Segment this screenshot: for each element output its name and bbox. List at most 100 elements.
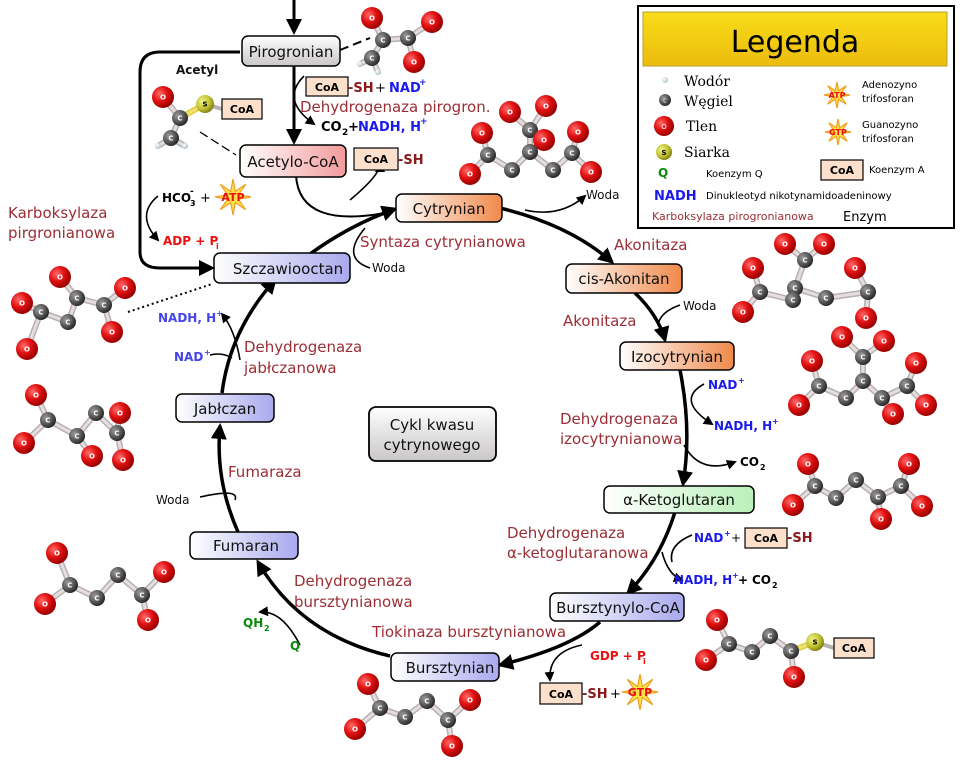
carbon-atom: [855, 349, 871, 365]
svg-text:O: O: [109, 329, 115, 337]
metabolite-acetylo-coa[interactable]: Acetylo-CoA: [239, 144, 347, 178]
oxygen-atom: [706, 609, 728, 631]
metabolite-izocytrynian[interactable]: Izocytrynian: [619, 341, 735, 371]
svg-text:CoA: CoA: [549, 688, 574, 701]
oxygen-atom: [13, 432, 35, 454]
svg-text:NADH, H: NADH, H: [358, 120, 421, 135]
carbon-atom: [893, 478, 909, 494]
svg-text:O: O: [714, 617, 720, 625]
oxygen-atom: [580, 161, 602, 183]
svg-text:O: O: [411, 59, 417, 67]
svg-text:+: +: [420, 117, 428, 127]
oxygen-atom: [344, 718, 366, 740]
carbon-atom: [522, 122, 538, 138]
enzyme-dh-jablczanowa-line1: Dehydrogenaza: [244, 338, 362, 356]
oxygen-atom: [137, 609, 159, 631]
svg-text:CO: CO: [752, 573, 771, 587]
gtp-starburst-icon: GTP: [621, 673, 659, 711]
svg-text:-SH: -SH: [787, 531, 813, 546]
svg-text:O: O: [429, 19, 435, 27]
arrow-akonitan-izocytrynian: [633, 291, 670, 343]
oxygen-atom: [783, 666, 805, 688]
svg-text:O: O: [479, 130, 485, 138]
carbon-atom: [762, 628, 778, 644]
metabolite-cytrynian[interactable]: Cytrynian: [395, 193, 503, 223]
svg-text:C: C: [898, 483, 903, 491]
oxygen-atom: [25, 384, 47, 406]
enzyme-akonitaza-2: Akonitaza: [563, 312, 636, 330]
carbon-atom: [783, 643, 799, 659]
svg-text:O: O: [919, 503, 925, 511]
svg-text:O: O: [467, 697, 473, 705]
carbon-atom-icon: [659, 94, 671, 106]
oxygen-atom: [361, 7, 383, 29]
svg-text:O: O: [923, 402, 929, 410]
metabolite-label: Bursztynylo-CoA: [556, 599, 680, 617]
svg-text:-SH: -SH: [398, 153, 424, 168]
svg-text:O: O: [369, 15, 375, 23]
svg-text:+: +: [738, 376, 745, 385]
svg-text:C: C: [445, 717, 450, 725]
oxygen-atom: [898, 453, 920, 475]
svg-text:O: O: [661, 123, 667, 131]
carbon-atom: [870, 489, 886, 505]
oxygen-atom: [81, 445, 103, 467]
metabolite-fumaran[interactable]: Fumaran: [189, 531, 299, 560]
svg-text:3: 3: [190, 199, 196, 208]
woda-syntaza: Woda: [372, 261, 405, 275]
metabolite-bursztynylo-coa[interactable]: Bursztynylo-CoA: [549, 592, 685, 622]
svg-text:C: C: [380, 37, 385, 45]
oxygen-atom: [911, 495, 933, 517]
oxygen-atom: [535, 95, 557, 117]
woda-akonitaza: Woda: [683, 299, 716, 313]
oxygen-atom: [499, 101, 521, 123]
svg-text:C: C: [45, 417, 50, 425]
svg-text:+: +: [724, 529, 731, 538]
oxygen-atom: [870, 508, 892, 530]
carbon-atom: [522, 144, 538, 160]
svg-text:C: C: [101, 302, 106, 310]
sulfur-atom-icon: [656, 144, 672, 160]
svg-text:O: O: [881, 338, 887, 346]
oxygen-atom: [46, 542, 68, 564]
svg-text:C: C: [904, 383, 909, 391]
arrow-jablczan-szczawiooctan: [220, 277, 278, 394]
qh2-label: QH: [243, 616, 263, 630]
svg-text:Dinukleotyd nikotynamidoadenin: Dinukleotyd nikotynamidoadeninowy: [706, 191, 892, 202]
nadh-jabl: NADH, H: [158, 311, 216, 325]
svg-text:O: O: [913, 360, 919, 368]
svg-text:trifosforan: trifosforan: [862, 134, 914, 145]
legend-item-tlen: O Tlen: [654, 116, 717, 136]
carbon-atom: [828, 490, 844, 506]
metabolite-alfa-ketoglutaran[interactable]: α-Ketoglutaran: [603, 485, 755, 514]
metabolite-pirogronian[interactable]: Pirogronian: [241, 35, 341, 67]
svg-text:CO: CO: [321, 120, 342, 135]
enzyme-dh-bursztynianowa-line2: bursztynianowa: [294, 593, 413, 611]
gtp-starburst-icon: GTP: [824, 118, 852, 146]
svg-text:O: O: [145, 617, 151, 625]
legend-item-nadh: NADH Dinukleotyd nikotynamidoadeninowy: [654, 189, 892, 204]
metabolite-bursztynian[interactable]: Bursztynian: [390, 652, 500, 682]
metabolite-cis-akonitan[interactable]: cis-Akonitan: [565, 263, 683, 294]
atp-starburst-icon: ATP: [214, 178, 252, 216]
carbon-atom: [40, 412, 56, 428]
svg-text:C: C: [790, 297, 795, 305]
svg-text:S: S: [661, 149, 666, 157]
svg-text:Wodór: Wodór: [684, 74, 730, 90]
enzyme-fumaraza: Fumaraza: [228, 463, 302, 481]
svg-text:+: +: [200, 191, 211, 206]
svg-text:C: C: [527, 127, 532, 135]
sulfur-atom: [196, 95, 214, 113]
metabolite-jablczan[interactable]: Jabłczan: [175, 393, 275, 423]
center-title-line1: Cykl kwasu: [390, 416, 474, 434]
arrow-keto-burszcoa: [625, 511, 677, 596]
metabolite-szczawiooctan[interactable]: Szczawiooctan: [213, 252, 351, 284]
svg-text:2: 2: [264, 624, 270, 633]
svg-text:C: C: [816, 383, 821, 391]
svg-text:C: C: [875, 494, 880, 502]
svg-text:Karboksylaza pirogronianowa: Karboksylaza pirogronianowa: [652, 210, 814, 223]
carbon-atom: [109, 425, 125, 441]
arrow-cytrynian-akonitan: [499, 206, 615, 264]
